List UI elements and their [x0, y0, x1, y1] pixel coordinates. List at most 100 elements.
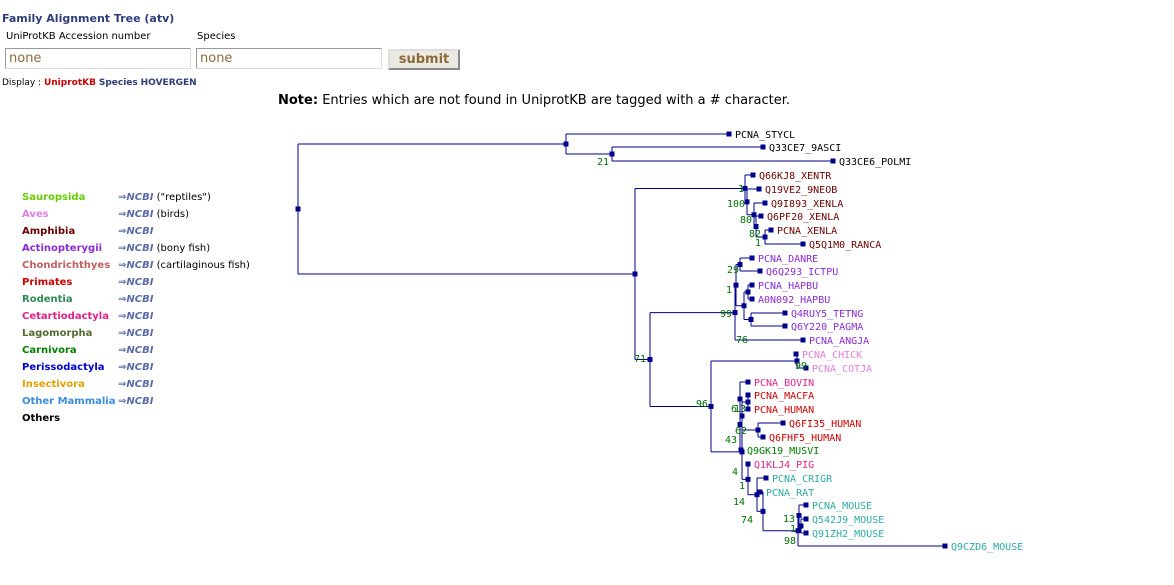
tree-node[interactable]: [803, 530, 809, 536]
leaf-label[interactable]: Q6Y220_PAGMA: [791, 322, 863, 333]
leaf-label[interactable]: PCNA_XENLA: [777, 226, 837, 237]
ncbi-link[interactable]: ⇒NCBI: [118, 379, 154, 390]
leaf-label[interactable]: A0N092_HAPBU: [758, 295, 830, 306]
leaf-label[interactable]: Q4RUY5_TETNG: [791, 309, 863, 320]
display-hovergen-link[interactable]: HOVERGEN: [140, 78, 197, 88]
ncbi-link[interactable]: ⇒NCBI: [118, 311, 154, 322]
tree-node[interactable]: [755, 427, 761, 433]
ncbi-link[interactable]: ⇒NCBI (bony fish): [118, 243, 211, 254]
leaf-label[interactable]: Q9GK19_MUSVI: [747, 446, 819, 457]
tree-node[interactable]: [745, 399, 751, 405]
tree-node[interactable]: [563, 141, 569, 147]
tree-node[interactable]: [780, 420, 786, 426]
tree-node[interactable]: [749, 282, 755, 288]
leaf-label[interactable]: PCNA_HUMAN: [754, 405, 814, 416]
leaf-label[interactable]: Q6Q293_ICTPU: [766, 267, 838, 278]
ncbi-link[interactable]: ⇒NCBI: [118, 294, 154, 305]
tree-node[interactable]: [782, 323, 788, 329]
leaf-label[interactable]: PCNA_MOUSE: [812, 501, 872, 512]
tree-node[interactable]: [782, 310, 788, 316]
tree-node[interactable]: [800, 241, 806, 247]
tree-node[interactable]: [753, 224, 759, 229]
ncbi-link[interactable]: ⇒NCBI: [118, 345, 154, 356]
tree-node[interactable]: [609, 151, 615, 157]
tree-node[interactable]: [749, 255, 755, 261]
tree-node[interactable]: [745, 392, 751, 398]
tree-node[interactable]: [768, 227, 774, 233]
display-uniprot-link[interactable]: UniprotKB: [43, 78, 96, 88]
tree-node[interactable]: [295, 206, 301, 212]
tree-node[interactable]: [757, 268, 763, 274]
tree-node[interactable]: [763, 475, 769, 481]
tree-node[interactable]: [744, 199, 750, 205]
leaf-label[interactable]: Q6FI35_HUMAN: [789, 419, 861, 430]
tree-node[interactable]: [750, 172, 756, 178]
leaf-label[interactable]: PCNA_HAPBU: [758, 281, 818, 292]
tree-node[interactable]: [793, 351, 799, 357]
leaf-label[interactable]: Q9I893_XENLA: [771, 199, 843, 210]
tree-node[interactable]: [760, 508, 766, 514]
tree-node[interactable]: [762, 200, 768, 206]
leaf-label[interactable]: Q33CE6_POLMI: [839, 157, 911, 168]
leaf-label[interactable]: Q6PF20_XENLA: [767, 212, 839, 223]
tree-node[interactable]: [739, 413, 745, 419]
ncbi-link[interactable]: ⇒NCBI (cartilaginous fish): [118, 260, 250, 271]
ncbi-link[interactable]: ⇒NCBI: [118, 328, 154, 339]
tree-node[interactable]: [803, 502, 809, 508]
display-species-link[interactable]: Species: [98, 78, 138, 88]
tree-node[interactable]: [745, 406, 751, 412]
leaf-label[interactable]: PCNA_COTJA: [812, 364, 872, 375]
tree-node[interactable]: [742, 185, 748, 191]
tree-node[interactable]: [737, 422, 743, 427]
tree-node[interactable]: [745, 461, 751, 467]
leaf-label[interactable]: Q33CE7_9ASCI: [769, 143, 841, 154]
leaf-label[interactable]: PCNA_CRIGR: [772, 474, 833, 485]
leaf-label[interactable]: Q542J9_MOUSE: [812, 515, 884, 526]
species-input[interactable]: [196, 48, 382, 69]
tree-node[interactable]: [748, 317, 754, 322]
accession-input[interactable]: [5, 48, 191, 69]
tree-node[interactable]: [632, 271, 638, 277]
tree-node[interactable]: [749, 296, 755, 302]
tree-node[interactable]: [708, 403, 714, 409]
tree-node[interactable]: [751, 212, 757, 218]
tree-node[interactable]: [741, 303, 747, 309]
leaf-label[interactable]: PCNA_CHICK: [802, 350, 862, 361]
tree-node[interactable]: [762, 234, 768, 240]
tree-node[interactable]: [760, 144, 766, 150]
leaf-label[interactable]: PCNA_STYCL: [735, 130, 795, 141]
leaf-label[interactable]: PCNA_MACFA: [754, 391, 814, 402]
tree-node[interactable]: [738, 447, 744, 453]
tree-node[interactable]: [745, 379, 751, 385]
tree-node[interactable]: [942, 543, 948, 549]
tree-node[interactable]: [737, 396, 743, 402]
tree-node[interactable]: [798, 523, 804, 529]
tree-node[interactable]: [760, 434, 766, 440]
tree-node[interactable]: [756, 186, 762, 192]
tree-node[interactable]: [726, 131, 732, 137]
tree-node[interactable]: [757, 489, 763, 495]
leaf-label[interactable]: Q9CZD6_MOUSE: [951, 542, 1023, 553]
ncbi-link[interactable]: ⇒NCBI: [118, 277, 154, 288]
tree-node[interactable]: [737, 262, 743, 267]
leaf-label[interactable]: PCNA_BOVIN: [754, 378, 814, 389]
tree-node[interactable]: [794, 358, 800, 364]
leaf-label[interactable]: PCNA_DANRE: [758, 254, 818, 265]
leaf-label[interactable]: Q91ZH2_MOUSE: [812, 529, 884, 540]
leaf-label[interactable]: Q19VE2_9NEOB: [765, 185, 837, 196]
leaf-label[interactable]: Q6FHF5_HUMAN: [769, 433, 841, 444]
tree-node[interactable]: [800, 337, 806, 343]
tree-node[interactable]: [803, 365, 809, 371]
leaf-label[interactable]: Q5Q1M0_RANCA: [809, 240, 881, 251]
tree-node[interactable]: [796, 513, 802, 518]
leaf-label[interactable]: Q1KLJ4_PIG: [754, 460, 814, 471]
tree-node[interactable]: [795, 528, 801, 534]
tree-node[interactable]: [732, 310, 738, 316]
leaf-label[interactable]: PCNA_ANGJA: [809, 336, 869, 347]
tree-node[interactable]: [758, 213, 764, 219]
tree-node[interactable]: [803, 516, 809, 522]
tree-node[interactable]: [733, 282, 739, 288]
ncbi-link[interactable]: ⇒NCBI ("reptiles"): [118, 192, 211, 203]
tree-node[interactable]: [647, 357, 653, 363]
tree-node[interactable]: [830, 158, 836, 164]
